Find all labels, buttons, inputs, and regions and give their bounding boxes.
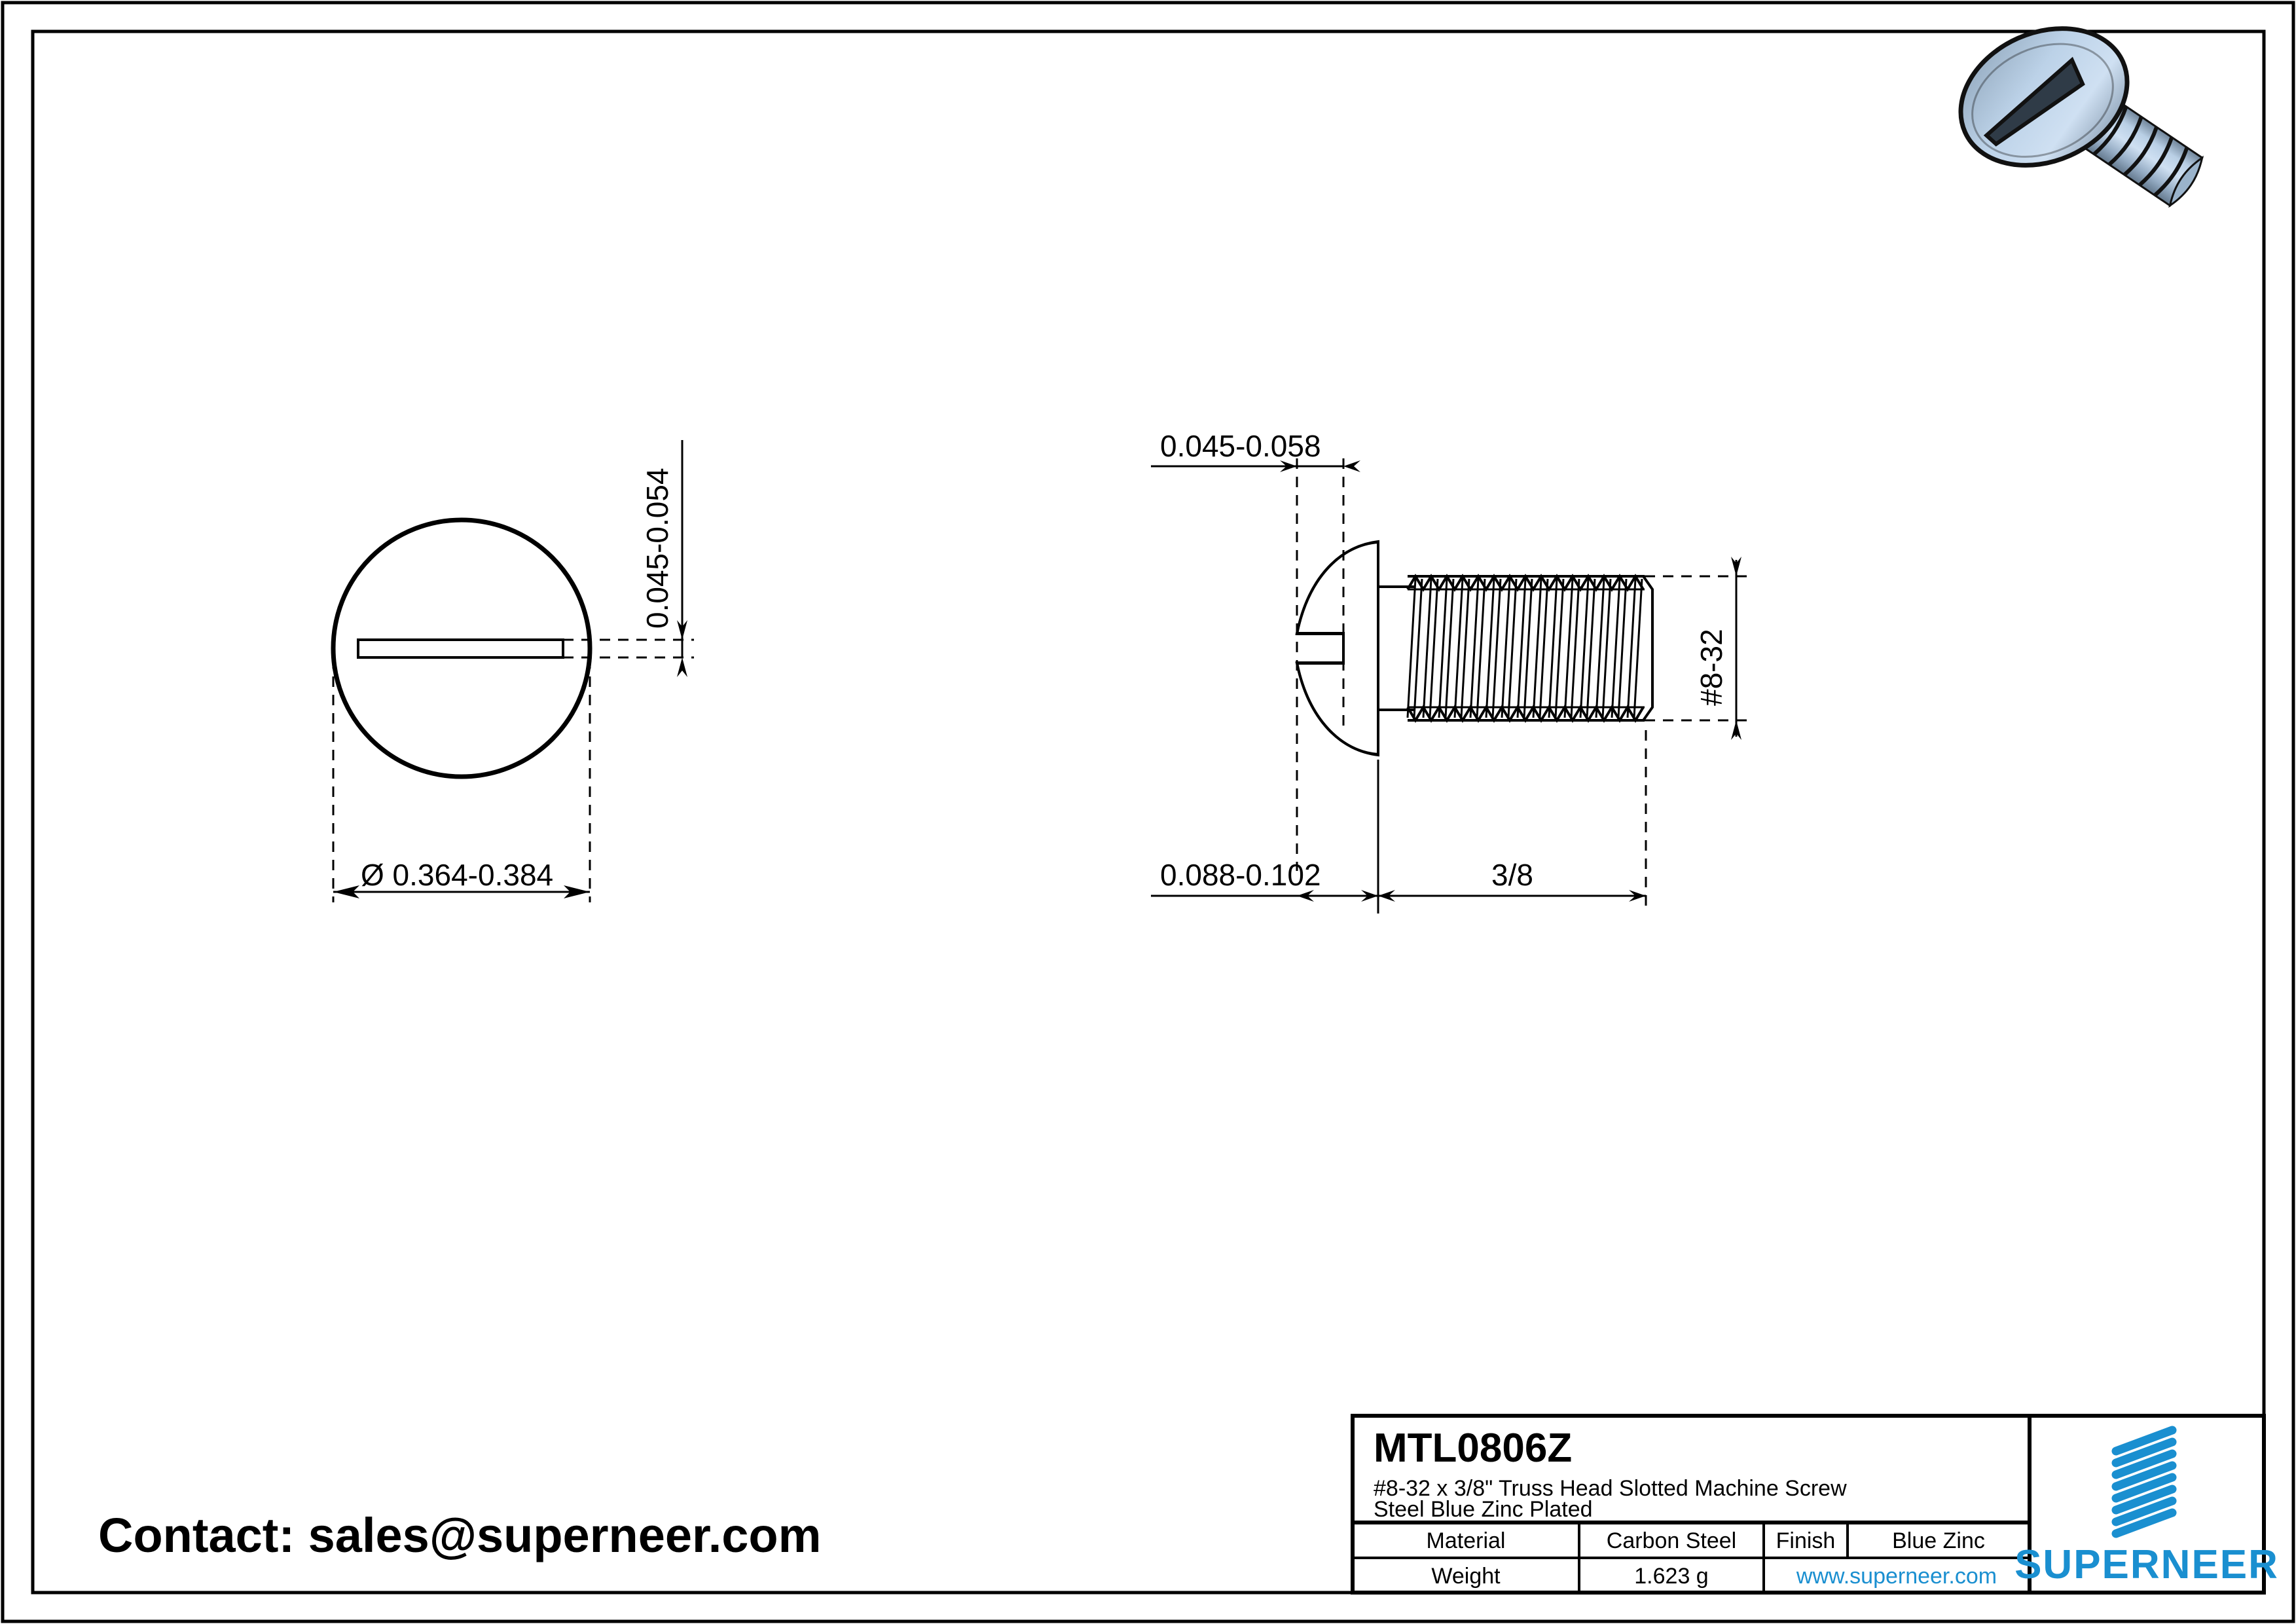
title-block-border <box>1351 1414 2266 1595</box>
isometric-render-group <box>1958 26 2204 208</box>
thread-group <box>1406 574 1654 723</box>
description-line-2: Steel Blue Zinc Plated <box>1374 1497 1593 1522</box>
length-arrow-right <box>1629 890 1646 902</box>
iso-head-rim <box>1971 43 2114 158</box>
thread-teeth-bottom <box>1406 705 1645 723</box>
finish-label: Finish <box>1776 1528 1836 1553</box>
description-line-1: #8-32 x 3/8" Truss Head Slotted Machine … <box>1374 1476 1847 1501</box>
head-profile-upper <box>1295 540 1379 756</box>
slot-depth-arrow-left <box>1280 460 1297 472</box>
head-outline <box>1295 540 1379 757</box>
material-label: Material <box>1427 1528 1506 1553</box>
weight-label: Weight <box>1431 1564 1501 1589</box>
logo-stripes-icon <box>2111 1426 2177 1538</box>
slot-width-arrow-bottom <box>677 657 687 677</box>
slot-width-dimension-text: 0.045-0.054 <box>640 468 674 629</box>
head-slot-rect <box>357 638 564 659</box>
iso-shank-end-cap <box>2168 155 2204 208</box>
front-view-group: 0.045-0.054 Ø 0.364-0.384 <box>331 440 694 902</box>
title-block-group: MTL0806Z #8-32 x 3/8" Truss Head Slotted… <box>1351 1414 2279 1595</box>
weight-value: 1.623 g <box>1634 1564 1708 1589</box>
diameter-arrow-right <box>564 885 590 898</box>
iso-head-slot <box>1983 56 2085 147</box>
thread-arrow-bottom <box>1731 720 1741 740</box>
shank-end-face <box>1642 575 1654 722</box>
head-height-arrow-right <box>1361 890 1378 902</box>
website-link[interactable]: www.superneer.com <box>1796 1564 1997 1589</box>
material-value: Carbon Steel <box>1607 1528 1736 1553</box>
logo-wordmark: SUPERNEER <box>2014 1542 2279 1587</box>
head-outline-circle <box>331 517 592 779</box>
thread-dimension-text: #8-32 <box>1694 629 1728 706</box>
part-number-text: MTL0806Z <box>1374 1426 1572 1471</box>
thread-helix-lines <box>1406 578 1643 718</box>
head-height-dimension-text: 0.088-0.102 <box>1160 858 1321 892</box>
slot-depth-dimension-text: 0.045-0.058 <box>1160 429 1321 463</box>
thread-teeth-top <box>1406 574 1645 592</box>
slot-depth-arrow-right <box>1343 460 1360 472</box>
superneer-logo: SUPERNEER <box>2014 1426 2279 1587</box>
diameter-arrow-left <box>333 885 359 898</box>
slot-width-arrow-top <box>677 620 687 640</box>
length-arrow-left <box>1378 890 1395 902</box>
sheet-inner-border <box>31 29 2266 1595</box>
diameter-dimension-text: Ø 0.364-0.384 <box>361 858 553 892</box>
length-dimension-text: 3/8 <box>1491 858 1533 892</box>
head-height-arrow-left <box>1297 890 1314 902</box>
contact-text: Contact: sales@superneer.com <box>98 1508 821 1562</box>
side-view-group: 0.045-0.058 0.088-0.102 3/8 #8-32 <box>1151 429 1748 913</box>
thread-arrow-top <box>1731 557 1741 576</box>
finish-value: Blue Zinc <box>1892 1528 1985 1553</box>
